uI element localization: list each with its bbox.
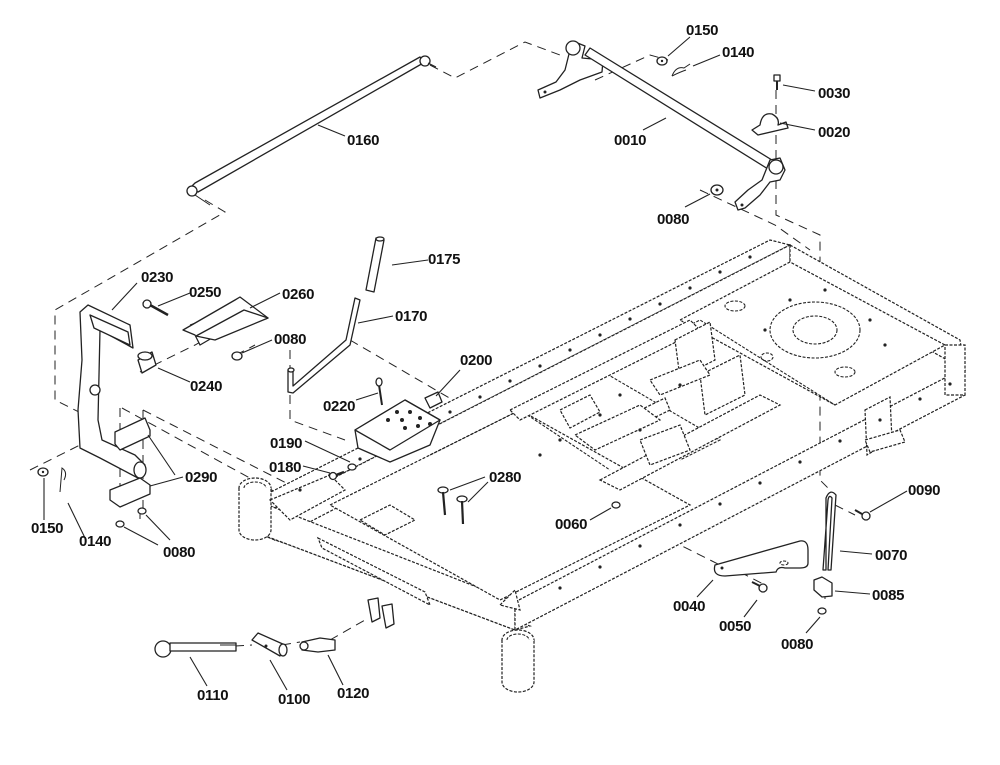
part-0190-washer bbox=[347, 463, 357, 471]
callout-0060: 0060 bbox=[555, 516, 587, 533]
callout-0080-top: 0080 bbox=[657, 211, 689, 228]
callout-0080-pedal: 0080 bbox=[274, 331, 306, 348]
part-0030-bolt bbox=[773, 74, 781, 90]
callout-0180: 0180 bbox=[269, 459, 301, 476]
part-0170-bent-rod bbox=[287, 297, 361, 394]
callout-0080-right: 0080 bbox=[781, 636, 813, 653]
part-0140-clip-left bbox=[59, 467, 67, 493]
part-0090-bolt bbox=[854, 509, 871, 521]
seat-bracket-plate bbox=[354, 399, 441, 463]
callout-0010: 0010 bbox=[614, 132, 646, 149]
callout-0170: 0170 bbox=[395, 308, 427, 325]
callout-0160: 0160 bbox=[347, 132, 379, 149]
callout-0040: 0040 bbox=[673, 598, 705, 615]
callout-0100: 0100 bbox=[278, 691, 310, 708]
callout-leaders bbox=[43, 36, 908, 691]
callout-0140-left: 0140 bbox=[79, 533, 111, 550]
callout-0290: 0290 bbox=[185, 469, 217, 486]
part-0150-washer-left bbox=[37, 467, 49, 477]
part-0040-bracket bbox=[713, 540, 809, 577]
callout-0140-top: 0140 bbox=[722, 44, 754, 61]
callout-0110: 0110 bbox=[197, 687, 228, 704]
callout-0250: 0250 bbox=[189, 284, 221, 301]
part-0080-nut-right bbox=[817, 607, 827, 615]
callout-0030: 0030 bbox=[818, 85, 850, 102]
part-0240-spacer bbox=[137, 351, 157, 374]
part-0010-lift-shaft bbox=[537, 40, 786, 211]
part-0100-sleeve bbox=[251, 632, 288, 657]
chassis-frame bbox=[238, 239, 966, 693]
part-0220-pin bbox=[375, 377, 383, 406]
callout-0280: 0280 bbox=[489, 469, 521, 486]
callout-0080-left: 0080 bbox=[163, 544, 195, 561]
callout-0070: 0070 bbox=[875, 547, 907, 564]
part-0080-nuts-left bbox=[115, 507, 147, 528]
callout-0150-left: 0150 bbox=[31, 520, 63, 537]
part-0070-rod bbox=[822, 491, 837, 571]
callout-0230: 0230 bbox=[141, 269, 173, 286]
part-0050-bolt bbox=[751, 581, 768, 593]
part-0250-bolt bbox=[142, 299, 169, 317]
part-0175-tube bbox=[365, 236, 385, 293]
callout-0150-top: 0150 bbox=[686, 22, 718, 39]
part-0290-block-upper bbox=[114, 417, 151, 451]
part-0160-rod bbox=[186, 55, 437, 206]
part-0230-pedal-arm bbox=[77, 304, 147, 479]
callout-0050: 0050 bbox=[719, 618, 751, 635]
part-0085-block bbox=[813, 576, 833, 598]
part-0150-washer bbox=[656, 56, 668, 66]
part-0140-hairpin-clip bbox=[671, 63, 691, 77]
callout-0175: 0175 bbox=[428, 251, 460, 268]
part-0080-nut-pedal bbox=[231, 351, 243, 361]
callout-0240: 0240 bbox=[190, 378, 222, 395]
callout-0020: 0020 bbox=[818, 124, 850, 141]
part-0060-nut bbox=[611, 501, 621, 509]
part-0110-bolt bbox=[154, 640, 237, 658]
callout-0220: 0220 bbox=[323, 398, 355, 415]
part-0020-clamp bbox=[751, 113, 789, 136]
part-0260-bracket bbox=[182, 296, 269, 346]
part-0080-nut-top bbox=[710, 184, 724, 196]
part-0280-carriage-bolts bbox=[437, 486, 468, 525]
callout-0200: 0200 bbox=[460, 352, 492, 369]
callout-0085: 0085 bbox=[872, 587, 904, 604]
callout-0090: 0090 bbox=[908, 482, 940, 499]
callout-0260: 0260 bbox=[282, 286, 314, 303]
part-0290-block-lower bbox=[109, 477, 151, 508]
callout-0120: 0120 bbox=[337, 685, 369, 702]
part-0180-bolt bbox=[328, 470, 345, 481]
part-0200-spring bbox=[424, 391, 443, 409]
callout-labels: 0150 0140 0030 0020 0010 0080 0160 0175 … bbox=[31, 22, 940, 708]
callout-0190: 0190 bbox=[270, 435, 302, 452]
part-0120-clevis bbox=[299, 637, 336, 653]
